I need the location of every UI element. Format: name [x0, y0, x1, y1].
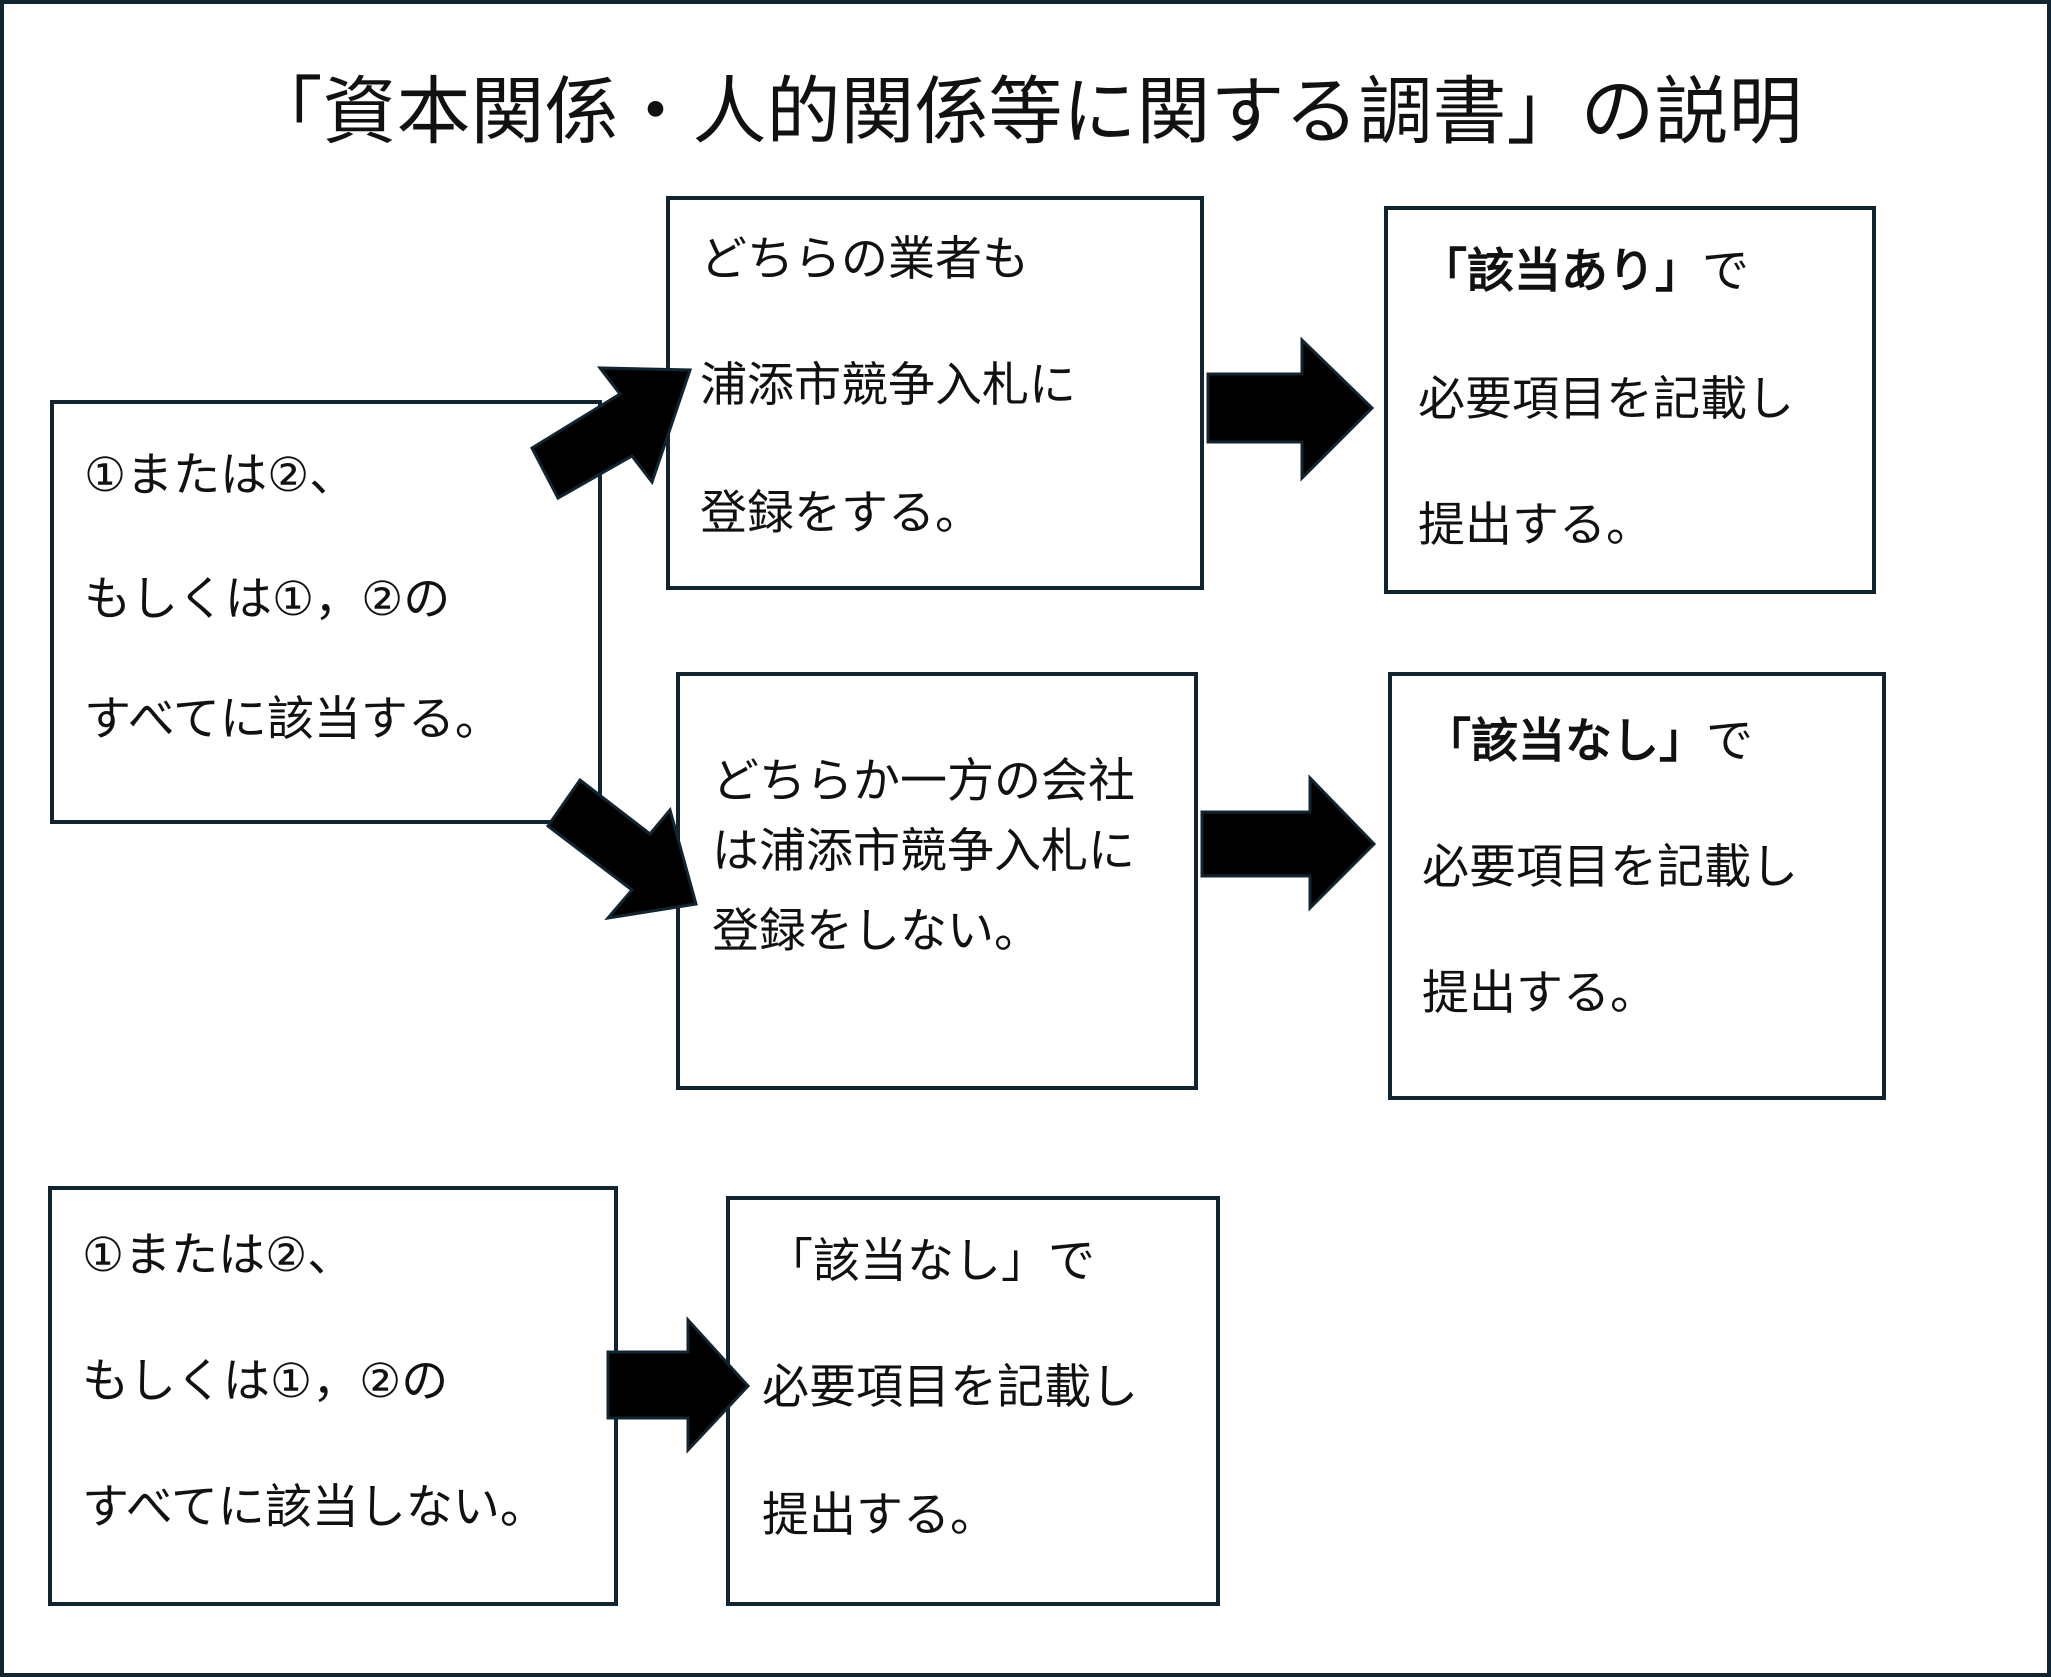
arrow-diagonal-down [545, 777, 698, 921]
condition-bottom-line-1: ①または②、 [82, 1228, 355, 1283]
branch-upper-line-1: どちらの業者も [700, 232, 1029, 287]
branch-lower-line-2: は浦添市競争入札に [712, 824, 1135, 879]
page-title: 「資本関係・人的関係等に関する調書」の説明 [248, 69, 1803, 155]
result-upper-line-3: 提出する。 [1418, 498, 1653, 553]
branch-box-lower [676, 672, 1198, 1090]
result-lower-heading: 「該当なし」で [1424, 712, 1753, 772]
result-bottom-line-2: 必要項目を記載し [762, 1360, 1138, 1415]
condition-top-line-1: ①または②、 [84, 448, 357, 503]
condition-bottom-line-3: すべてに該当しない。 [82, 1480, 547, 1535]
condition-bottom-line-2: もしくは①，②の [82, 1354, 449, 1409]
result-box-lower [1388, 672, 1886, 1100]
condition-box-bottom [48, 1186, 618, 1606]
result-upper-line-2: 必要項目を記載し [1418, 372, 1794, 427]
result-lower-suffix: で [1706, 714, 1753, 769]
result-upper-heading: 「該当あり」で [1420, 242, 1749, 302]
result-upper-emphasis: 「該当あり」 [1420, 244, 1702, 299]
arrow-diagonal-up [530, 366, 693, 501]
condition-box-top [50, 400, 602, 824]
branch-upper-line-2: 浦添市競争入札に [700, 358, 1076, 413]
result-box-bottom [726, 1196, 1220, 1606]
branch-lower-line-1: どちらか一方の会社 [712, 754, 1135, 809]
result-bottom-line-3: 提出する。 [762, 1488, 997, 1543]
condition-top-line-2: もしくは①，②の [84, 572, 451, 627]
arrow-right-bottom [606, 1316, 751, 1454]
arrow-right-upper [1206, 336, 1375, 482]
result-lower-line-2: 必要項目を記載し [1422, 840, 1798, 895]
condition-top-line-3: すべてに該当する。 [84, 692, 502, 747]
branch-upper-line-3: 登録をする。 [700, 486, 982, 541]
result-upper-suffix: で [1702, 244, 1749, 299]
arrow-right-lower [1200, 774, 1377, 912]
result-lower-emphasis: 「該当なし」 [1424, 714, 1706, 769]
branch-lower-line-3: 登録をしない。 [712, 904, 1041, 959]
result-bottom-line-1: 「該当なし」で [766, 1234, 1095, 1289]
result-box-upper [1384, 206, 1876, 594]
result-lower-line-3: 提出する。 [1422, 966, 1657, 1021]
